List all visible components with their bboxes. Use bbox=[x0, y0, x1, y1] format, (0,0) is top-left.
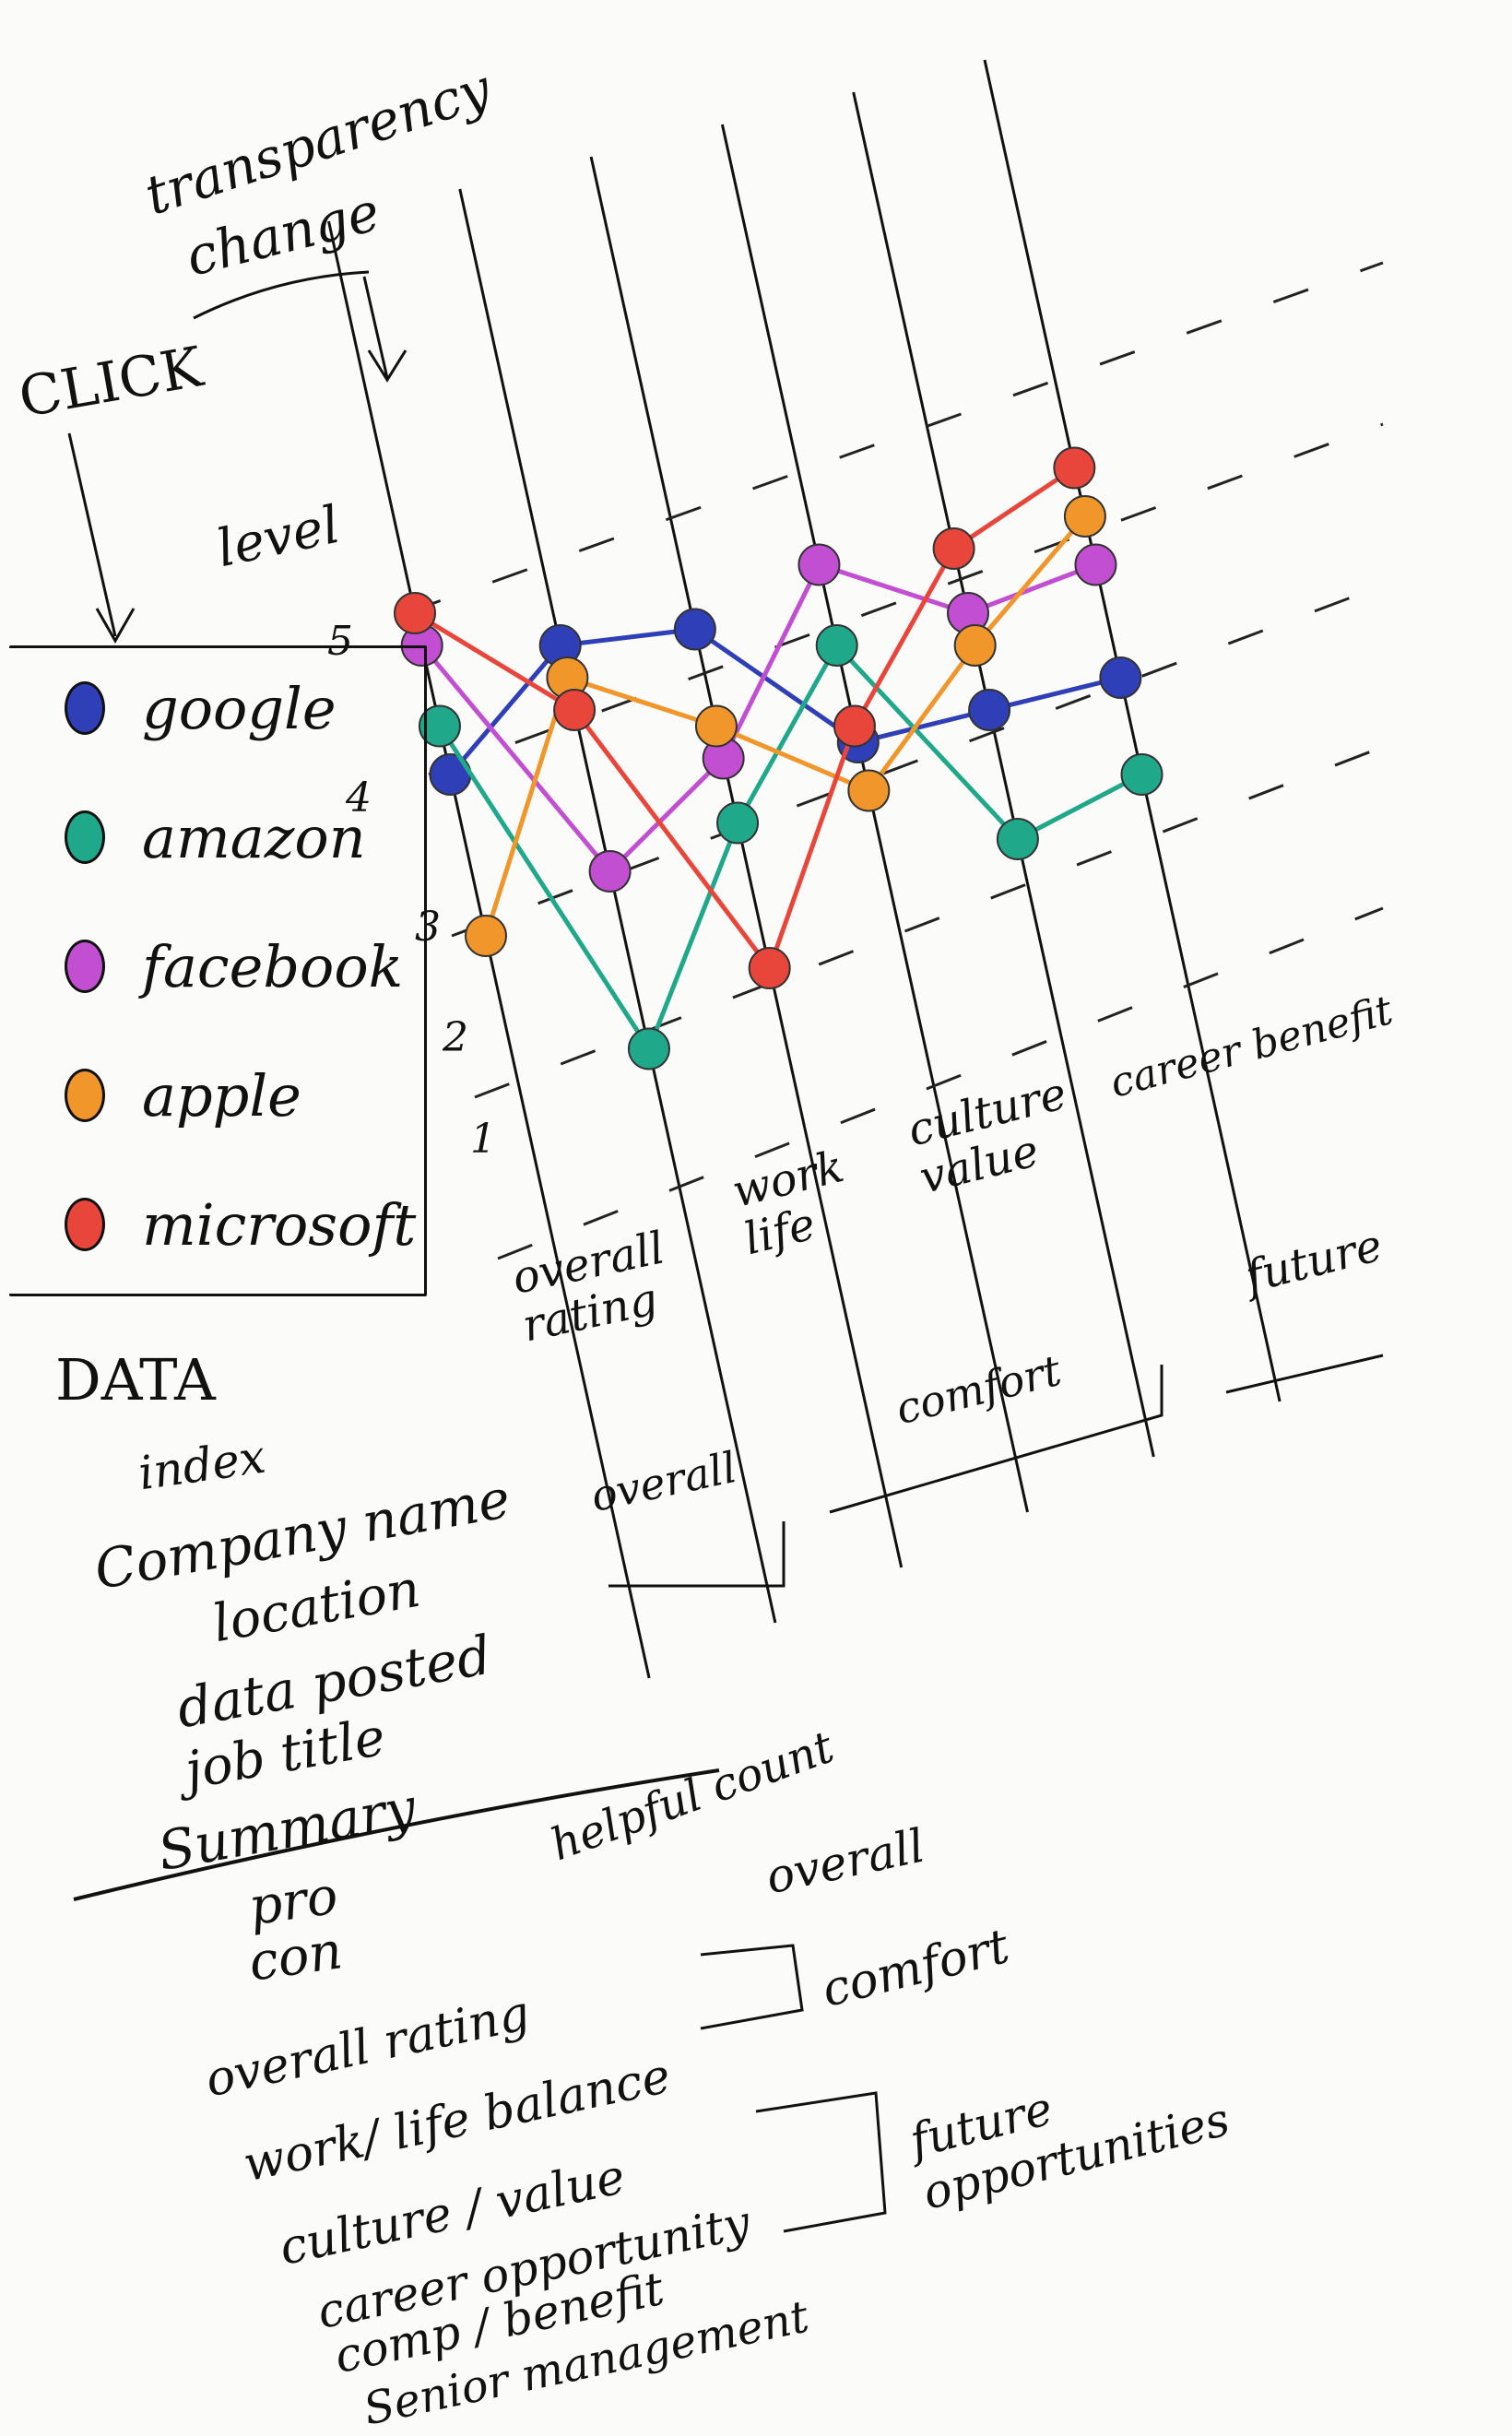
legend-label-facebook: facebook bbox=[142, 932, 404, 1000]
legend-dot-facebook bbox=[65, 940, 105, 993]
series-line-microsoft[interactable] bbox=[413, 466, 1076, 974]
axis-line-3 bbox=[720, 124, 1029, 1513]
legend-label-microsoft: microsoft bbox=[142, 1190, 417, 1259]
legend-item-facebook[interactable]: facebook bbox=[65, 925, 403, 1008]
point-amazon-3[interactable] bbox=[815, 624, 858, 667]
point-apple-2[interactable] bbox=[694, 704, 738, 748]
axis-line-5 bbox=[983, 59, 1282, 1402]
gridline-3 bbox=[451, 584, 1384, 938]
legend-dot-apple bbox=[65, 1069, 105, 1122]
legend-label-amazon: amazon bbox=[142, 803, 366, 871]
point-google-5[interactable] bbox=[1099, 656, 1142, 699]
axis-line-1 bbox=[458, 188, 777, 1624]
point-apple-0[interactable] bbox=[465, 915, 507, 957]
series-line-amazon[interactable] bbox=[437, 641, 1143, 1054]
legend-item-amazon[interactable]: amazon bbox=[65, 796, 366, 879]
series-line-facebook[interactable] bbox=[419, 562, 1097, 875]
legend-label-apple: apple bbox=[142, 1061, 301, 1129]
point-amazon-5[interactable] bbox=[1120, 753, 1164, 796]
point-amazon-1[interactable] bbox=[627, 1027, 670, 1070]
point-microsoft-4[interactable] bbox=[932, 527, 975, 570]
gridline-5 bbox=[405, 261, 1384, 615]
legend-label-google: google bbox=[142, 674, 337, 742]
legend-item-microsoft[interactable]: microsoft bbox=[65, 1183, 416, 1266]
axis-line-4 bbox=[852, 91, 1155, 1458]
series-line-google[interactable] bbox=[448, 626, 1121, 776]
point-apple-5[interactable] bbox=[1063, 495, 1106, 538]
point-apple-3[interactable] bbox=[847, 769, 891, 812]
annotation-arrow-curve bbox=[193, 270, 370, 320]
point-google-2[interactable] bbox=[673, 608, 716, 651]
legend-item-google[interactable]: google bbox=[65, 667, 337, 750]
series-line-apple[interactable] bbox=[483, 514, 1087, 937]
y-tick-3: 3 bbox=[415, 904, 441, 951]
point-amazon-2[interactable] bbox=[716, 801, 760, 845]
axis-line-2 bbox=[589, 156, 904, 1568]
y-tick-4: 4 bbox=[346, 775, 372, 822]
point-amazon-4[interactable] bbox=[996, 818, 1039, 860]
point-microsoft-5[interactable] bbox=[1053, 446, 1096, 490]
point-facebook-5[interactable] bbox=[1074, 543, 1117, 586]
gridline-4 bbox=[428, 422, 1384, 776]
notes-divider bbox=[73, 1768, 720, 1901]
point-facebook-1[interactable] bbox=[588, 850, 632, 893]
bracket-future bbox=[1225, 1354, 1384, 1394]
y-tick-2: 2 bbox=[443, 1014, 468, 1061]
legend-box: google amazon facebook apple microsoft bbox=[9, 645, 427, 1296]
point-google-4[interactable] bbox=[968, 689, 1011, 731]
y-tick-5: 5 bbox=[327, 618, 353, 665]
point-microsoft-3[interactable] bbox=[833, 704, 876, 748]
data-title: DATA bbox=[55, 1346, 216, 1413]
point-microsoft-0[interactable] bbox=[394, 592, 436, 634]
point-facebook-3[interactable] bbox=[797, 543, 841, 586]
click-arrow bbox=[67, 432, 136, 644]
notes-bracket-comfort bbox=[700, 1944, 804, 2030]
point-microsoft-1[interactable] bbox=[553, 689, 597, 731]
gridline-2 bbox=[474, 745, 1384, 1099]
bracket-comfort bbox=[829, 1365, 1164, 1514]
point-microsoft-2[interactable] bbox=[748, 947, 791, 989]
legend-dot-google bbox=[65, 681, 105, 735]
legend-item-apple[interactable]: apple bbox=[65, 1054, 301, 1137]
point-amazon-0[interactable] bbox=[418, 704, 461, 748]
legend-dot-amazon bbox=[65, 810, 105, 864]
notes-bracket-future bbox=[755, 2091, 887, 2233]
y-tick-1: 1 bbox=[470, 1116, 496, 1163]
annotation-arrow-down bbox=[362, 276, 408, 383]
bracket-overall bbox=[608, 1521, 786, 1588]
gridline-1 bbox=[497, 906, 1384, 1260]
legend-dot-microsoft bbox=[65, 1198, 105, 1251]
point-apple-4[interactable] bbox=[953, 624, 997, 667]
